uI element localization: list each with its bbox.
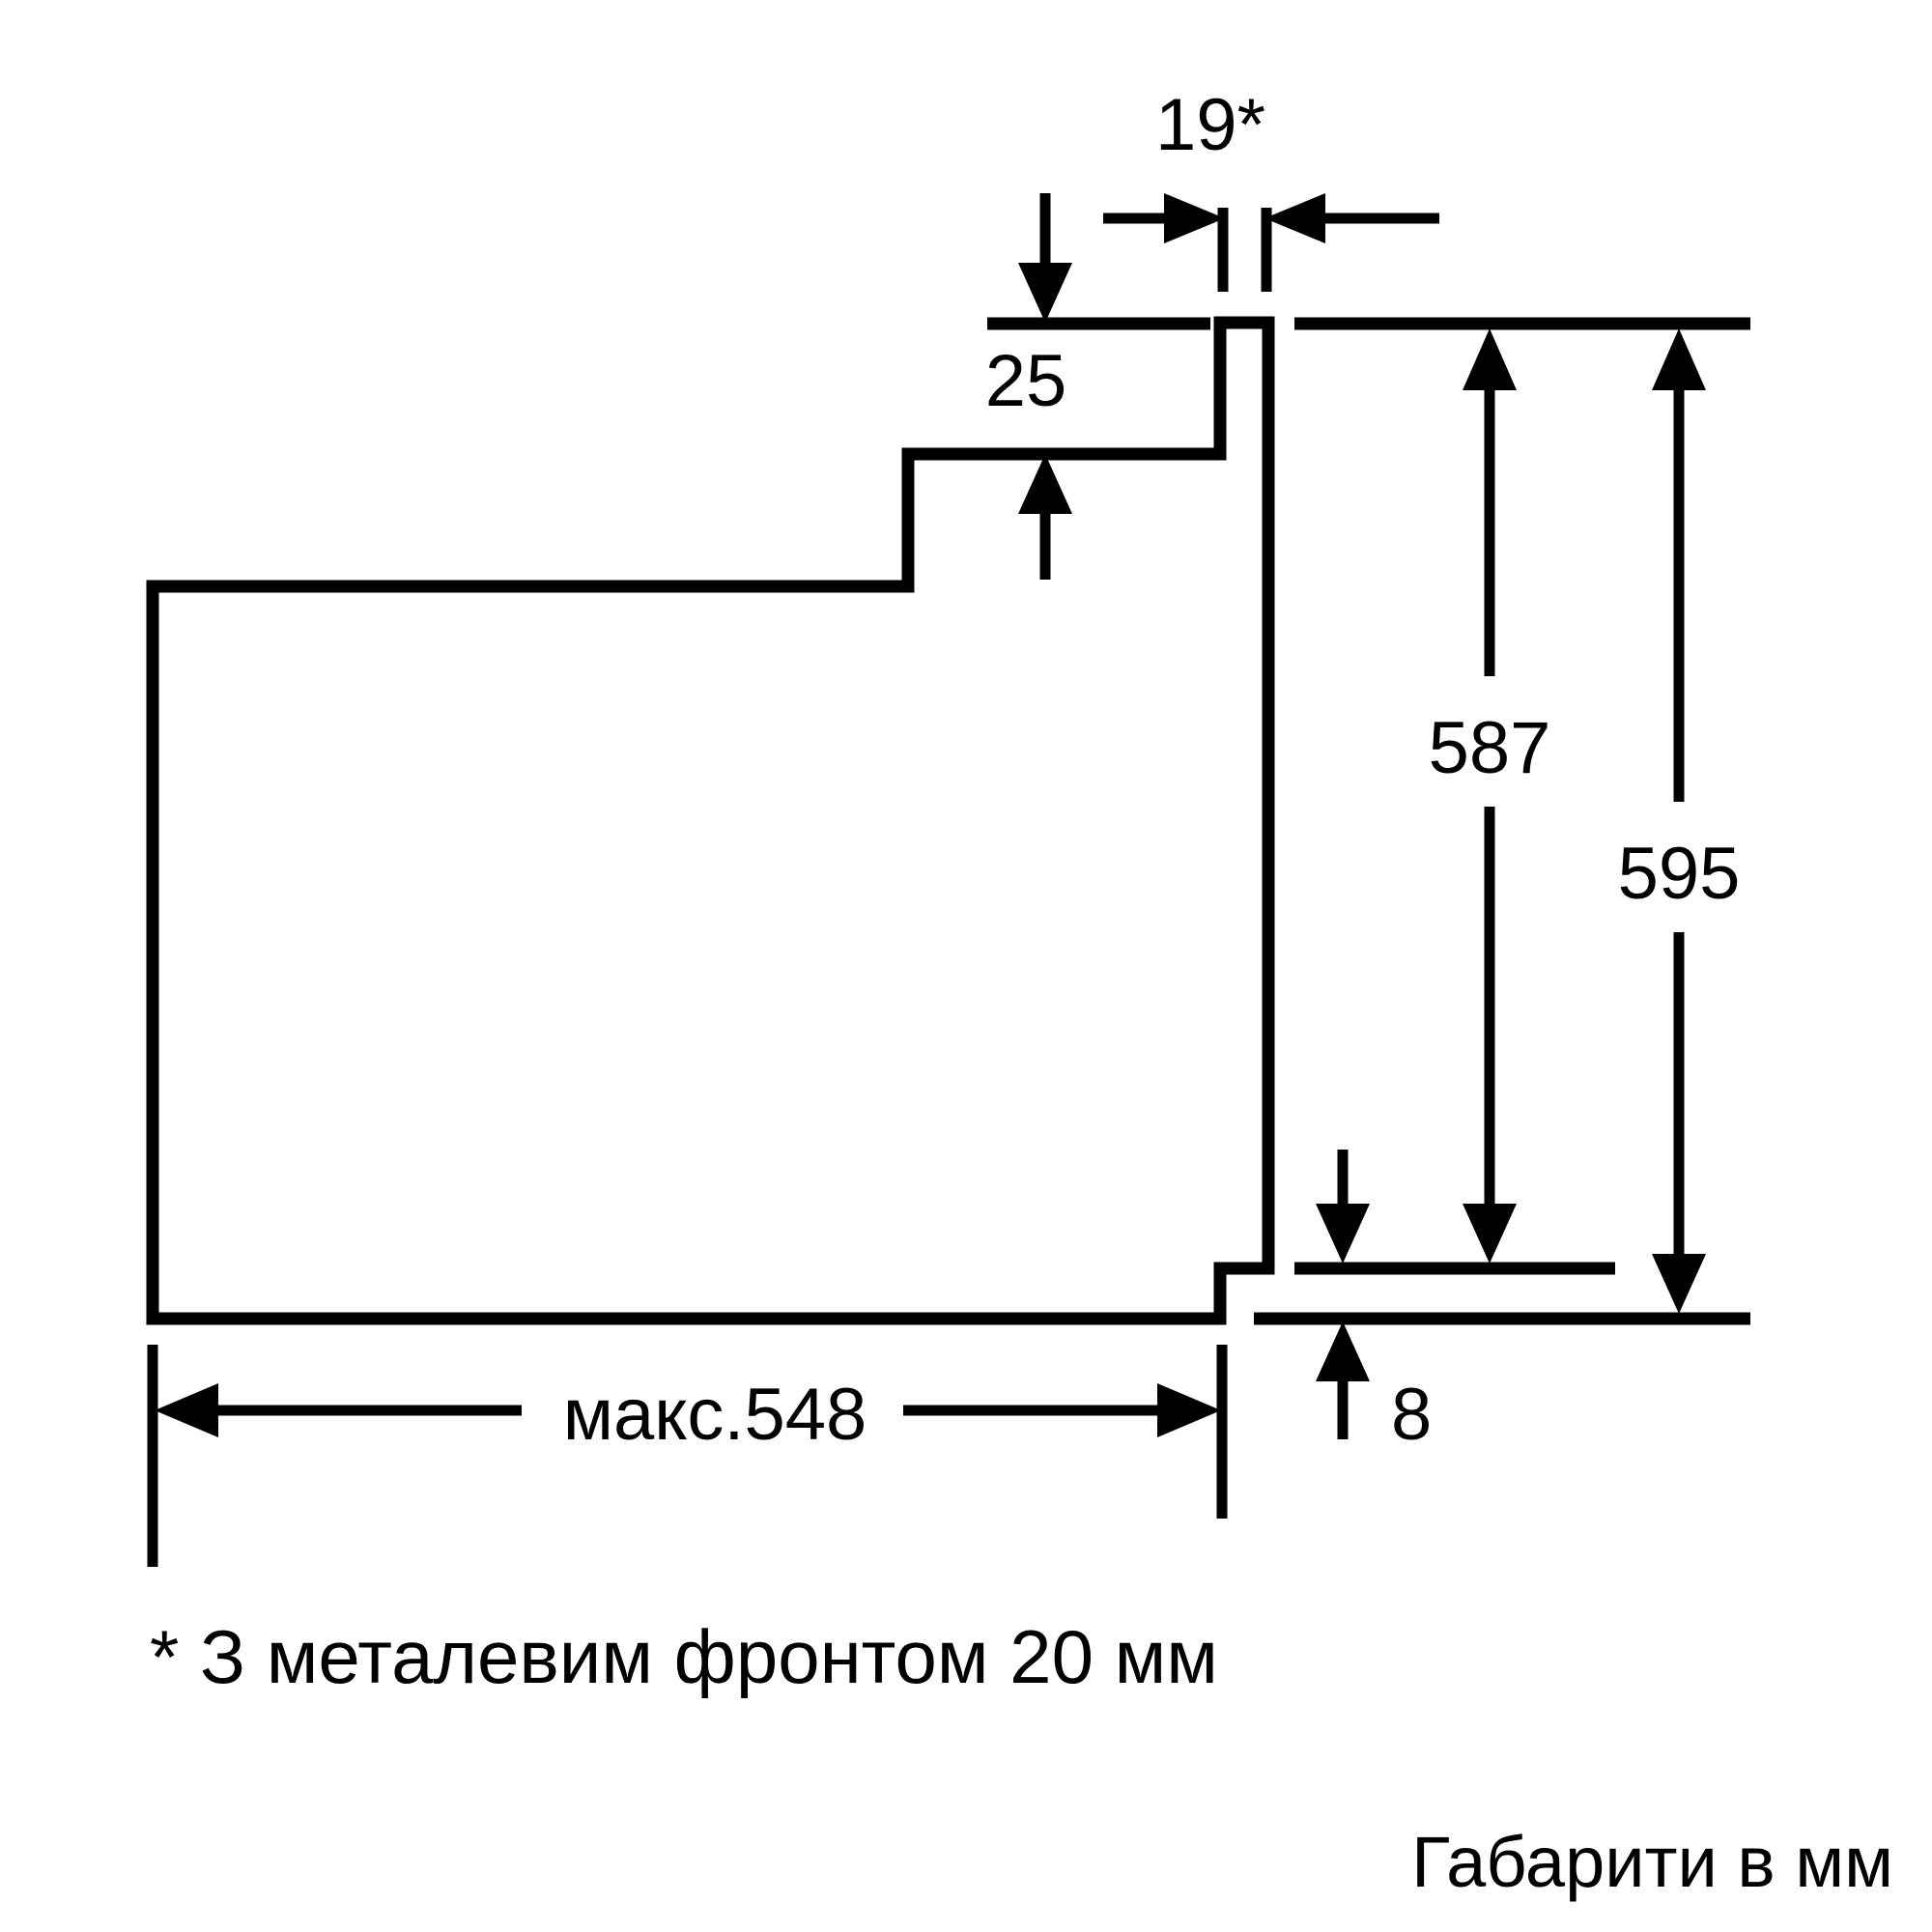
dimension-label-25: 25 (985, 340, 1067, 422)
arrowhead-587-up (1463, 328, 1517, 390)
dimension-overall-height: 595 (1618, 328, 1741, 1314)
dimension-depth: макс.548 (147, 1345, 1228, 1567)
arrowhead-548-right (1157, 1383, 1221, 1437)
dimension-label-587: 587 (1429, 707, 1551, 789)
arrowhead-8-up (1316, 1321, 1370, 1381)
front-panel-outline (1213, 316, 1275, 1325)
arrowhead-548-left (155, 1383, 218, 1437)
dimension-top-offset: 25 (985, 193, 1210, 580)
oven-body-outline (146, 447, 1227, 1325)
arrowhead-8-down (1316, 1204, 1370, 1264)
dimension-label-548: макс.548 (563, 1374, 867, 1456)
arrowhead-595-down (1652, 1254, 1706, 1314)
dimension-cavity-height: 587 (1429, 328, 1551, 1264)
arrowhead-587-down (1463, 1204, 1517, 1264)
dimension-bottom-offset: 8 (1316, 1150, 1432, 1456)
dimension-label-19: 19* (1155, 84, 1265, 166)
units-caption: Габарити в мм (1411, 1822, 1893, 1902)
arrowhead-595-up (1652, 328, 1706, 390)
dimension-label-8: 8 (1391, 1374, 1432, 1456)
right-reference-lines (1254, 317, 1750, 1325)
dimension-label-595: 595 (1618, 833, 1741, 915)
footnote-metal-front: * З металевим фронтом 20 мм (150, 1614, 1218, 1699)
dimension-front-thickness: 19* (1103, 84, 1439, 292)
front-panel-profile (1213, 316, 1275, 1325)
arrowhead-25-up (1018, 454, 1072, 514)
arrowhead-left-19 (1264, 193, 1325, 243)
arrowhead-25-down (1018, 263, 1072, 323)
arrowhead-right-19 (1164, 193, 1225, 243)
